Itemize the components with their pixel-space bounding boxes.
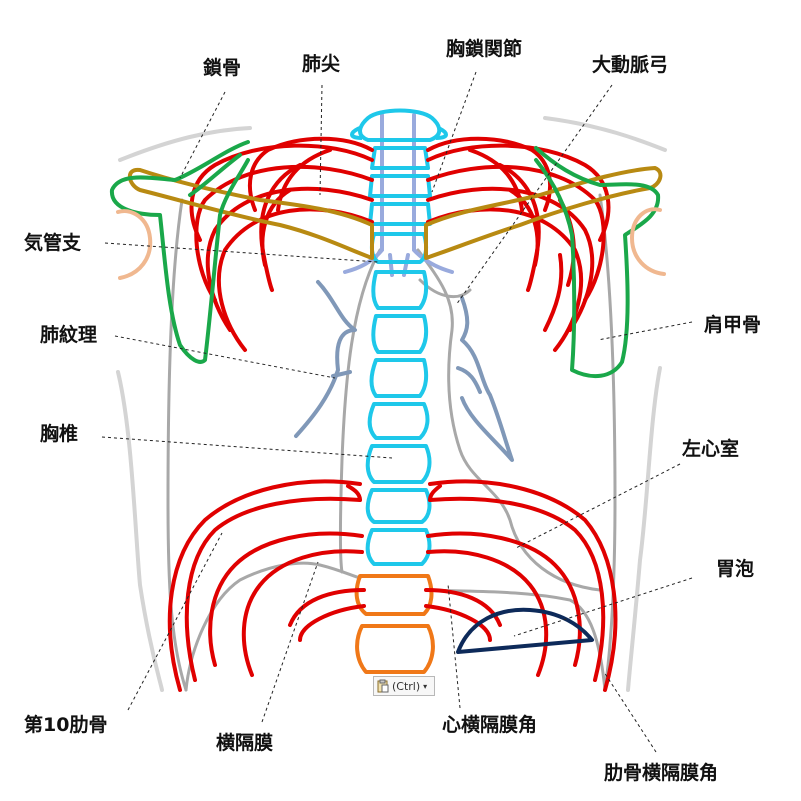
label-bronchus: 気管支 — [24, 232, 82, 254]
label-cardiophrenic-angle: 心横隔膜角 — [442, 714, 538, 736]
label-clavicle: 鎖骨 — [203, 57, 242, 79]
label-sternoclavicular: 胸鎖関節 — [446, 38, 523, 60]
leader-clavicle — [179, 91, 226, 179]
label-costophrenic-angle: 肋骨横隔膜角 — [604, 762, 719, 784]
leader-apex — [319, 84, 323, 196]
label-gastric-bubble: 胃泡 — [716, 558, 755, 580]
label-lung-markings: 肺紋理 — [40, 324, 98, 346]
ribs — [167, 136, 618, 692]
label-tenth-rib: 第10肋骨 — [24, 714, 108, 736]
leader-gastric-bubble — [513, 577, 693, 637]
chevron-down-icon: ▾ — [423, 681, 428, 691]
leader-tenth-rib — [127, 532, 223, 711]
leader-left-ventricle — [515, 463, 681, 549]
leader-lines — [101, 71, 693, 753]
paste-options-text: (Ctrl) — [392, 679, 421, 693]
leader-diaphragm — [261, 561, 319, 723]
scapulae — [109, 140, 661, 379]
paste-options-button[interactable]: (Ctrl) ▾ — [373, 676, 435, 696]
lung-markings — [294, 280, 514, 462]
leader-lung-markings — [114, 335, 336, 379]
label-left-ventricle: 左心室 — [682, 438, 740, 460]
lumbar-vertebrae — [354, 574, 435, 674]
label-thoracic-vertebra: 胸椎 — [40, 423, 79, 445]
leader-costophrenic-angle — [603, 671, 657, 753]
label-aortic-arch: 大動脈弓 — [592, 54, 669, 76]
humeral-heads — [116, 207, 666, 280]
clipboard-icon — [377, 679, 389, 693]
leader-bronchus — [104, 242, 379, 263]
gastric-bubble — [456, 607, 594, 654]
leader-cardiophrenic-angle — [447, 583, 461, 709]
label-diaphragm: 横隔膜 — [216, 732, 274, 754]
leader-aortic-arch — [455, 84, 613, 306]
skin-outline — [116, 116, 667, 692]
label-scapula: 肩甲骨 — [704, 314, 762, 336]
label-apex: 肺尖 — [302, 53, 341, 75]
leader-thoracic-vertebra — [101, 436, 393, 459]
leader-scapula — [597, 321, 693, 341]
